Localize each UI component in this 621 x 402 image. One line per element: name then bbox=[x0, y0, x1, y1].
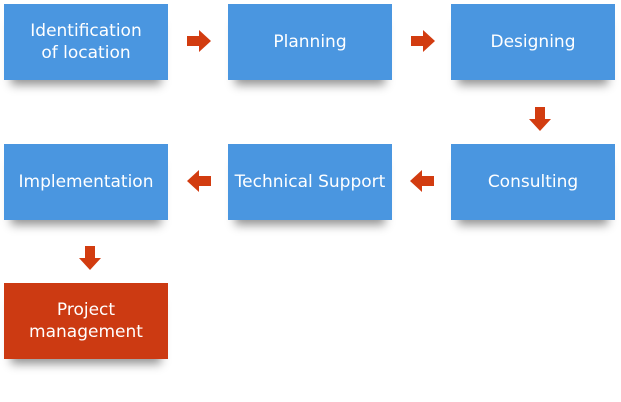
step-label: Planning bbox=[273, 32, 347, 52]
step-implementation: Implementation bbox=[4, 144, 168, 220]
step-project-management: Project management bbox=[4, 283, 168, 359]
step-planning: Planning bbox=[228, 4, 392, 80]
step-identification-of-location: Identification of location bbox=[4, 4, 168, 80]
arrow-down-icon bbox=[79, 246, 101, 270]
arrow-down-icon bbox=[529, 107, 551, 131]
step-label: Technical Support bbox=[234, 172, 386, 192]
arrow-right-icon bbox=[187, 30, 211, 52]
arrow-right-icon bbox=[411, 30, 435, 52]
step-label: Project management bbox=[29, 300, 143, 342]
arrow-left-icon bbox=[187, 170, 211, 192]
step-label: Designing bbox=[490, 32, 576, 52]
step-consulting: Consulting bbox=[451, 144, 615, 220]
arrow-left-icon bbox=[410, 170, 434, 192]
step-label: Consulting bbox=[487, 172, 579, 192]
step-label: Identification of location bbox=[30, 21, 142, 63]
step-label: Implementation bbox=[18, 172, 154, 192]
step-technical-support: Technical Support bbox=[228, 144, 392, 220]
step-designing: Designing bbox=[451, 4, 615, 80]
